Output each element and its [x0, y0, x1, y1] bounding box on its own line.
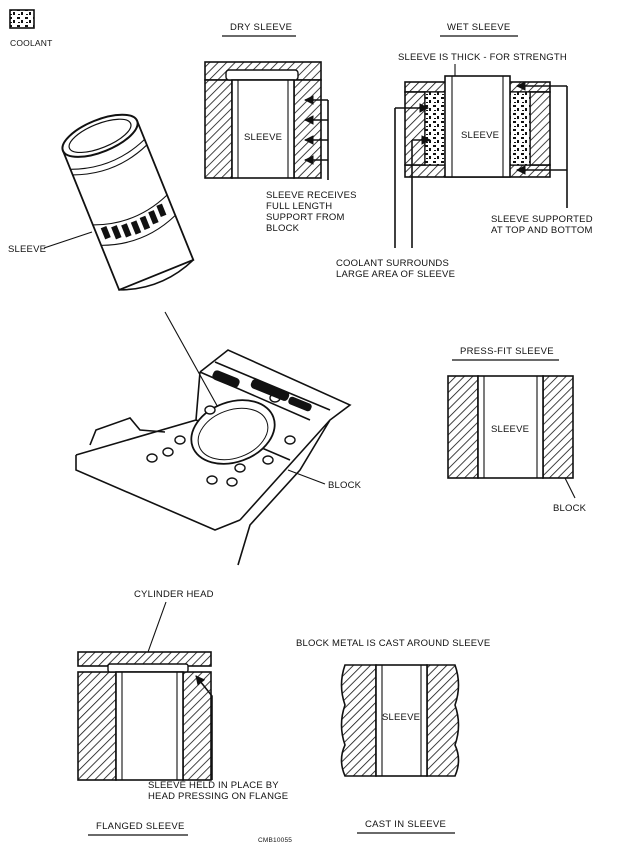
engine-block-label: BLOCK: [328, 480, 362, 491]
wet-coolant-left: [424, 91, 446, 166]
dry-sleeve-figure: DRY SLEEVE SLEEVE SLEEVE RECEIVES FULL L…: [204, 22, 360, 234]
cast-in-sleeve-label: SLEEVE: [382, 712, 420, 723]
flanged-block-left: [77, 671, 117, 781]
cast-in-block-right: [426, 664, 460, 777]
coolant-passages: [212, 370, 312, 412]
cast-in-title: CAST IN SLEEVE: [365, 819, 446, 830]
dry-note: SLEEVE RECEIVES FULL LENGTH SUPPORT FROM…: [266, 190, 360, 234]
wet-support-note: SLEEVE SUPPORTED AT TOP AND BOTTOM: [491, 214, 596, 236]
wet-top-note: SLEEVE IS THICK - FOR STRENGTH: [398, 52, 567, 63]
dry-note-line-2: FULL LENGTH: [266, 201, 332, 212]
flanged-note-line-1: SLEEVE HELD IN PLACE BY: [148, 780, 279, 791]
flanged-head-label: CYLINDER HEAD: [134, 589, 214, 600]
flanged-sleeve-body: [115, 671, 184, 781]
cast-in-sleeve-body: [375, 664, 428, 777]
sleeve-insert-guide: [164, 311, 226, 421]
block-bottom-edge: [89, 417, 166, 446]
dry-note-line-4: BLOCK: [266, 223, 300, 234]
coolant-legend: COOLANT: [9, 9, 53, 48]
dry-sleeve-flange: [225, 69, 299, 81]
press-fit-sleeve-body: [477, 375, 544, 479]
cylinder-bore: [190, 399, 276, 465]
loose-sleeve: [61, 113, 195, 292]
press-fit-figure: PRESS-FIT SLEEVE SLEEVE BLOCK: [447, 346, 587, 514]
wet-sleeve-figure: WET SLEEVE SLEEVE IS THICK - FOR STRENGT…: [336, 22, 596, 280]
cast-in-figure: BLOCK METAL IS CAST AROUND SLEEVE SLEEVE…: [296, 638, 490, 834]
engine-sleeve-leader: [43, 231, 93, 249]
block-outline: [75, 349, 352, 566]
flanged-flange: [107, 663, 189, 673]
press-fit-block-right: [542, 375, 574, 479]
press-fit-block-label: BLOCK: [553, 503, 587, 514]
press-fit-block-leader: [564, 477, 576, 499]
wet-sleeve-title: WET SLEEVE: [447, 22, 511, 33]
press-fit-title: PRESS-FIT SLEEVE: [460, 346, 554, 357]
engine-block-illustration: SLEEVE BLOCK: [8, 113, 362, 566]
cast-in-block-left: [340, 664, 377, 777]
wet-coolant-note: COOLANT SURROUNDS LARGE AREA OF SLEEVE: [336, 258, 455, 280]
dry-sleeve-title: DRY SLEEVE: [230, 22, 292, 33]
cast-in-note: BLOCK METAL IS CAST AROUND SLEEVE: [296, 638, 490, 649]
wet-support-line-2: AT TOP AND BOTTOM: [491, 225, 593, 236]
flanged-figure: CYLINDER HEAD SLEEVE HELD IN PLACE BY HE…: [77, 589, 288, 836]
flanged-note: SLEEVE HELD IN PLACE BY HEAD PRESSING ON…: [148, 780, 288, 802]
dry-sleeve-label: SLEEVE: [244, 132, 282, 143]
wet-coolant-line-1: COOLANT SURROUNDS: [336, 258, 449, 269]
wet-coolant-right: [509, 91, 531, 166]
wet-support-line-1: SLEEVE SUPPORTED: [491, 214, 593, 225]
flanged-head-leader: [147, 601, 167, 653]
dry-block-right: [293, 79, 322, 179]
flanged-note-line-2: HEAD PRESSING ON FLANGE: [148, 791, 288, 802]
coolant-swatch: [9, 9, 35, 29]
flanged-title: FLANGED SLEEVE: [96, 821, 185, 832]
dry-note-line-1: SLEEVE RECEIVES: [266, 190, 357, 201]
wet-sleeve-body: [444, 75, 511, 178]
cylinder-bore-inner: [197, 407, 269, 461]
dry-block-left: [204, 79, 233, 179]
figure-code: CMB10055: [258, 837, 292, 844]
coolant-legend-label: COOLANT: [10, 38, 53, 48]
wet-block-right: [529, 91, 551, 166]
engine-block-leader: [287, 469, 326, 485]
flanged-block-right: [182, 671, 212, 781]
flanged-leader: [195, 675, 213, 780]
engine-sleeve-label: SLEEVE: [8, 244, 46, 255]
press-fit-sleeve-label: SLEEVE: [491, 424, 529, 435]
dry-note-line-3: SUPPORT FROM: [266, 212, 345, 223]
dry-sleeve-body: [231, 79, 295, 179]
wet-coolant-line-2: LARGE AREA OF SLEEVE: [336, 269, 455, 280]
press-fit-block-left: [447, 375, 479, 479]
wet-sleeve-label: SLEEVE: [461, 130, 499, 141]
wet-block-left: [404, 91, 426, 166]
